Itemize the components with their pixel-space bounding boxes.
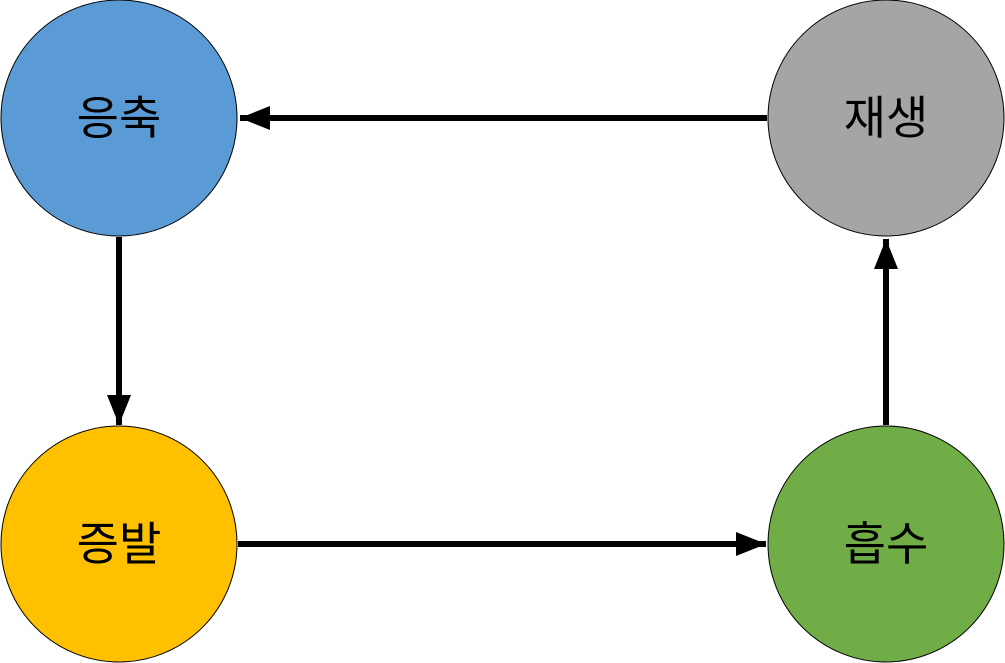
node-evaporation-label: 증발 (77, 517, 162, 571)
node-regeneration-label: 재생 (844, 91, 929, 145)
node-condensation: 응축 (0, 0, 238, 237)
node-condensation-circle (0, 0, 238, 237)
node-regeneration: 재생 (767, 0, 1005, 237)
node-evaporation-circle (0, 425, 238, 663)
node-regeneration-circle (767, 0, 1005, 237)
node-absorption-label: 흡수 (844, 517, 929, 571)
node-condensation-label: 응축 (77, 91, 162, 145)
node-evaporation: 증발 (0, 425, 238, 663)
node-absorption-circle (767, 425, 1005, 663)
node-absorption: 흡수 (767, 425, 1005, 663)
